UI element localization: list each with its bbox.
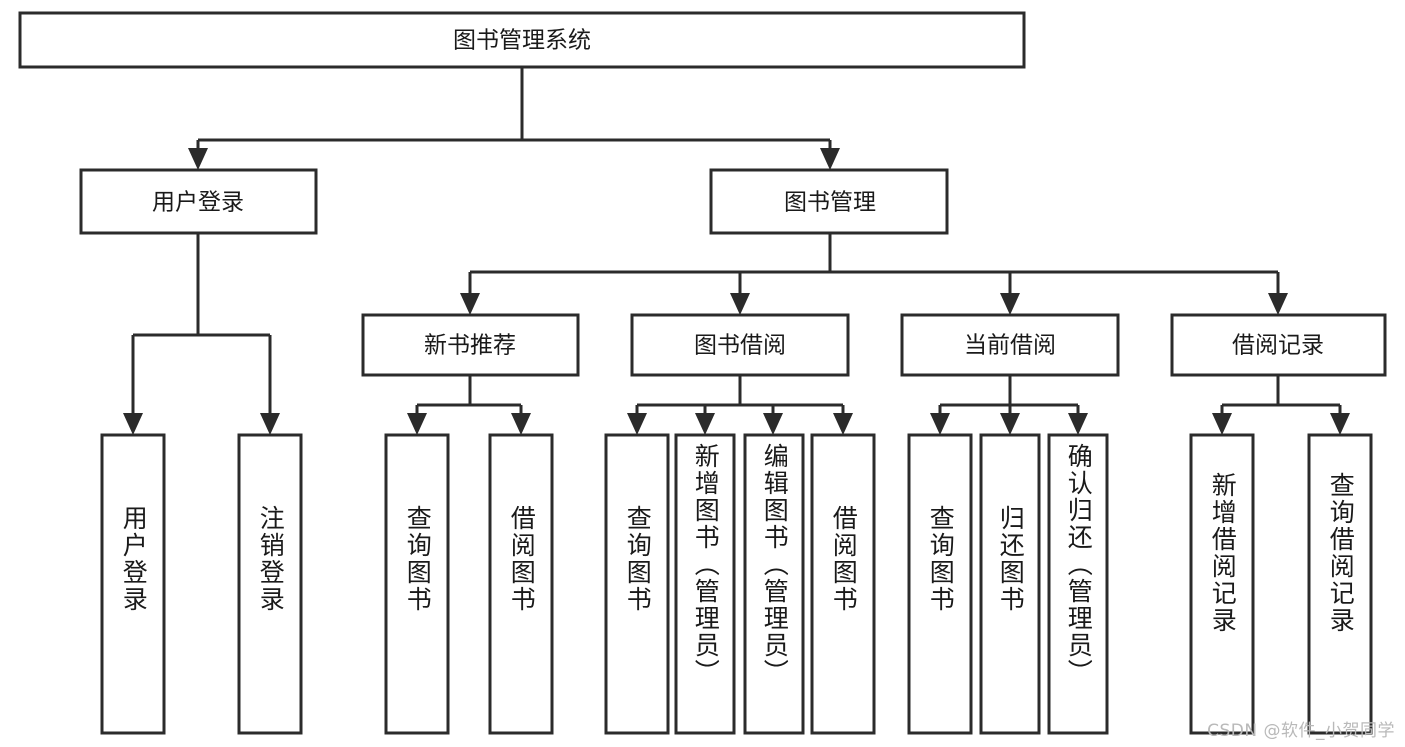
arrowhead-book-manage — [820, 148, 840, 170]
arrowhead-user-login — [188, 148, 208, 170]
node-box-leaf-query-book-3[interactable] — [907, 433, 973, 735]
node-box-leaf-user-logout[interactable] — [237, 433, 303, 735]
arrowhead-leaf-query-book-1 — [407, 413, 427, 435]
arrowhead-leaf-query-book-2 — [627, 413, 647, 435]
arrowhead-leaf-user-logout — [260, 413, 280, 435]
arrowhead-leaf-edit-book — [763, 413, 783, 435]
node-box-leaf-confirm-return[interactable] — [1047, 433, 1109, 735]
arrowhead-leaf-borrow-book-1 — [511, 413, 531, 435]
arrowhead-leaf-user-login — [123, 413, 143, 435]
arrowhead-leaf-query-book-3 — [930, 413, 950, 435]
node-box-leaf-add-record[interactable] — [1189, 433, 1255, 735]
node-box-leaf-return-book[interactable] — [979, 433, 1041, 735]
node-box-leaf-edit-book[interactable] — [743, 433, 805, 735]
arrowhead-leaf-add-record — [1212, 413, 1232, 435]
node-box-leaf-query-record[interactable] — [1307, 433, 1373, 735]
node-box-current-borrow[interactable] — [900, 313, 1120, 377]
node-label-root: 图书管理系统 — [453, 28, 591, 54]
arrowhead-book-borrow — [730, 293, 750, 315]
arrowhead-leaf-return-book — [1000, 413, 1020, 435]
node-layer: 图书管理系统 用户登录 图书管理 新书推荐 图书借阅 当前借阅 借阅记录 — [18, 11, 1387, 735]
arrowhead-leaf-borrow-book-2 — [833, 413, 853, 435]
node-box-leaf-query-book-1[interactable] — [384, 433, 450, 735]
node-label-book-manage: 图书管理 — [784, 190, 876, 216]
node-box-user-login[interactable] — [79, 168, 318, 235]
node-label-borrow-record: 借阅记录 — [1232, 333, 1324, 359]
node-label-user-login: 用户登录 — [152, 190, 244, 216]
arrowhead-leaf-confirm-return — [1068, 413, 1088, 435]
connector-layer — [123, 67, 1350, 435]
node-box-leaf-borrow-book-2[interactable] — [810, 433, 876, 735]
node-box-borrow-record[interactable] — [1170, 313, 1387, 377]
node-box-leaf-user-login[interactable] — [100, 433, 166, 735]
node-label-book-borrow: 图书借阅 — [694, 333, 786, 359]
node-box-leaf-query-book-2[interactable] — [604, 433, 670, 735]
node-box-root[interactable] — [18, 11, 1026, 69]
node-box-book-borrow[interactable] — [630, 313, 850, 377]
arrowhead-leaf-query-record — [1330, 413, 1350, 435]
node-box-new-book-recommend[interactable] — [361, 313, 580, 377]
node-box-leaf-borrow-book-1[interactable] — [488, 433, 554, 735]
node-label-current-borrow: 当前借阅 — [964, 333, 1056, 359]
arrowhead-leaf-add-book — [695, 413, 715, 435]
arrowhead-borrow-record — [1268, 293, 1288, 315]
csdn-watermark: CSDN @软件_小贺同学 — [1207, 721, 1395, 741]
node-label-new-book-recommend: 新书推荐 — [424, 333, 516, 359]
node-box-leaf-add-book[interactable] — [674, 433, 736, 735]
node-box-book-manage[interactable] — [709, 168, 949, 235]
arrowhead-new-book-recommend — [460, 293, 480, 315]
arrowhead-current-borrow — [1000, 293, 1020, 315]
